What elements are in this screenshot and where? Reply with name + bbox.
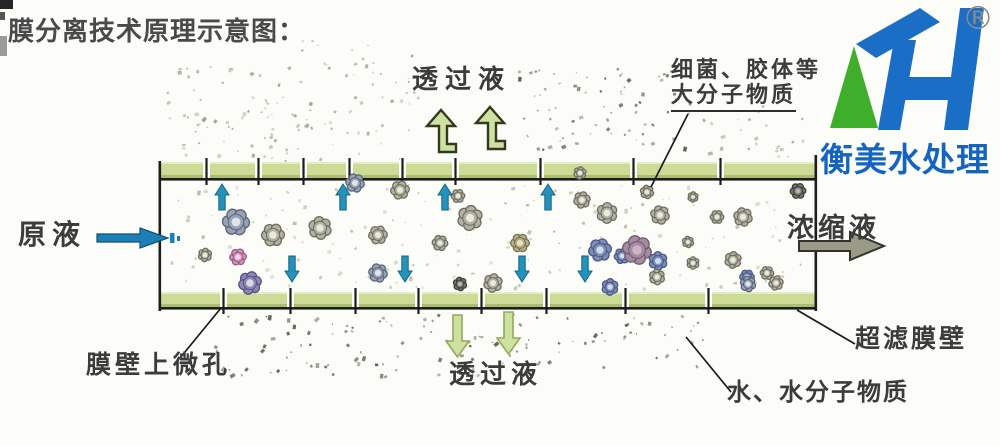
page-title: 膜分离技术原理示意图： [8, 17, 306, 47]
permeate-bottom-label: 透过液 [449, 360, 543, 390]
macromolecules-label: 细菌、胶体等 大分子物质 [671, 58, 821, 112]
permeate-top-label: 透过液 [412, 65, 512, 95]
macromolecules-line1: 细菌、胶体等 [671, 58, 822, 83]
company-name: 衡美水处理 [820, 140, 990, 179]
membrane-wall-label: 超滤膜壁 [855, 324, 968, 353]
concentrate-label: 浓缩液 [787, 213, 880, 244]
logo-mark-icon [830, 8, 984, 130]
micropores-label: 膜壁上微孔 [86, 350, 232, 379]
macromolecules-line2: 大分子物质 [671, 83, 797, 112]
registered-trademark-icon: ® [962, 0, 994, 37]
feed-label: 原液 [18, 218, 87, 251]
company-logo: ® 衡美水处理 [820, 0, 1000, 180]
water-molecules-label: 水、水分子物质 [727, 378, 909, 406]
